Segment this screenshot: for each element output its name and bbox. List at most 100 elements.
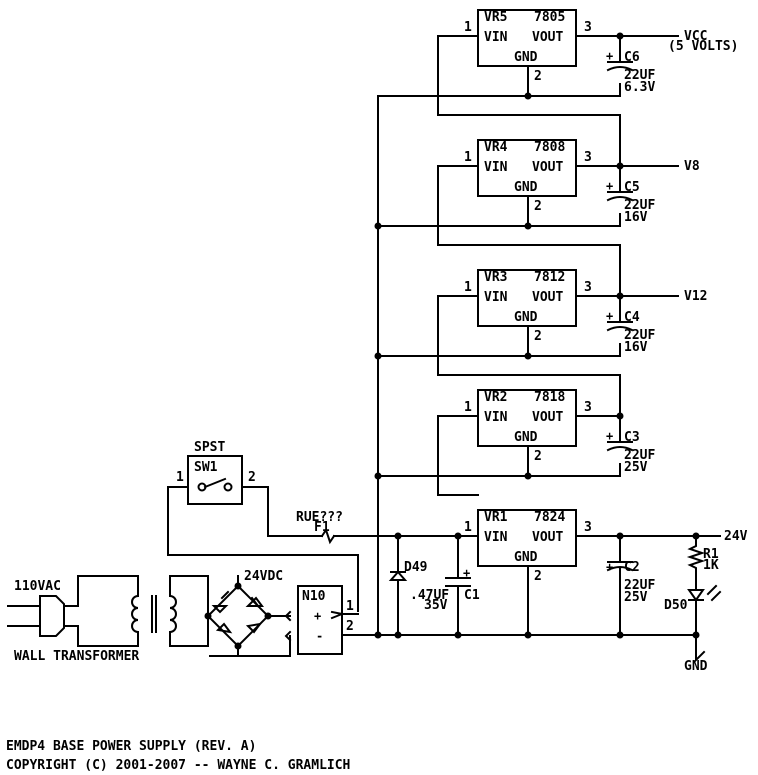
transformer-primary-coil [131,594,140,634]
regulator-ref: VR2 [484,390,507,405]
cap-ref: C2 [624,560,640,575]
cap-c1-ref: C1 [464,588,480,603]
regulator-ref: VR3 [484,270,507,285]
diode-ref: D49 [404,560,427,575]
pin-out-number: 3 [584,520,592,535]
cap-value: 22UF [624,198,655,213]
cap-polarity: + [606,429,613,443]
wire-vr2-input [437,415,479,496]
regulator-part: 7818 [534,390,565,405]
regulator-vr4: VR4 7808 VIN VOUT GND 1 2 3 [464,139,592,214]
cap-ref: C5 [624,180,640,195]
wire-vr5-input [437,35,621,166]
regulator-vout-label: VOUT [532,30,563,45]
led-light-rays [706,584,722,602]
pin-in-number: 1 [464,280,472,295]
output-label-24v: 24V [724,529,748,544]
wire-vr5-ground-rail [377,83,621,97]
diode-d49 [388,535,408,636]
ground-label: GND [684,659,708,674]
cap-polarity: + [606,309,613,323]
cap-value: 22UF [624,448,655,463]
output-sublabel: (5 VOLTS) [668,39,738,54]
regulator-vin-label: VIN [484,30,508,45]
bridge-rectifier [206,584,270,648]
regulator-ref: VR5 [484,10,507,25]
cap-polarity: + [606,560,613,574]
regulator-part: 7812 [534,270,565,285]
pin-in-number: 1 [464,20,472,35]
capacitor-c3 [606,415,634,452]
fuse-ref-label: F1 [314,520,330,535]
regulator-gnd-label: GND [514,180,538,195]
cap-ref: C4 [624,310,640,325]
wire-vr3-ground-rail [377,343,621,357]
regulator-part: 7808 [534,140,565,155]
regulator-vin-label: VIN [484,410,508,425]
led-d50 [687,589,705,636]
cap-voltage: 25V [624,590,648,605]
cap-c1-voltage: 35V [424,598,448,613]
wire-vr3-input [437,295,621,416]
schematic-title: EMDP4 BASE POWER SUPPLY (REV. A) [6,739,256,754]
cap-c1-value: .47UF [410,588,449,603]
plug-body [39,595,65,637]
regulator-gnd-label: GND [514,50,538,65]
regulator-vout-label: VOUT [532,530,563,545]
cap-value: 22UF [624,328,655,343]
wire-vr2-ground-rail [377,463,621,477]
pin-gnd-number: 2 [534,449,542,464]
regulator-vin-label: VIN [484,530,508,545]
resistor-r1 [686,535,706,589]
cap-ref: C6 [624,50,640,65]
resistor-value: 1K [703,558,719,573]
copyright-line: COPYRIGHT (C) 2001-2007 -- WAYNE C. GRAM… [6,758,350,773]
connector-ref: N10 [302,589,326,604]
capacitor-c1 [445,535,471,636]
capacitor-c4 [606,295,634,332]
connector-pin1: 1 [346,599,354,614]
cap-value: 22UF [624,68,655,83]
regulator-gnd-label: GND [514,550,538,565]
plug-prongs [7,605,41,627]
cap-value: 22UF [624,578,655,593]
regulator-ref: VR1 [484,510,508,525]
pin-gnd-number: 2 [534,199,542,214]
connector-n10: N10 1 2 + - [297,585,354,655]
wire-vr4-ground-rail [377,213,621,227]
pin-out-number: 3 [584,20,592,35]
resistor-ref: R1 [703,547,719,562]
pin-out-number: 3 [584,400,592,415]
output-label-v8: V8 [684,159,700,174]
regulator-gnd-label: GND [514,310,538,325]
pin-out-number: 3 [584,150,592,165]
pin-gnd-number: 2 [534,69,542,84]
switch-pin2: 2 [248,470,256,485]
transformer-caption: WALL TRANSFORMER [14,649,139,664]
pin-gnd-number: 2 [534,329,542,344]
transformer-core [151,595,157,633]
transformer-secondary-coil [168,594,177,634]
switch-sw1: SPST SW1 1 2 [176,440,256,505]
capacitor-c2 [606,535,634,636]
switch-lever [203,477,227,489]
cap-polarity: + [463,566,470,580]
regulator-vr1: VR1 7824 VIN VOUT GND 1 2 3 [464,509,592,584]
switch-pin1: 1 [176,470,184,485]
transformer [77,575,209,647]
wire-vr4-input [437,165,621,296]
wire-switch-to-connector [167,486,359,612]
cap-voltage: 16V [624,210,648,225]
regulator-vout-label: VOUT [532,290,563,305]
input-voltage-label: 110VAC [14,579,61,594]
cap-polarity: + [606,179,613,193]
wire-bridge-ac [169,575,239,617]
regulator-vin-label: VIN [484,290,508,305]
connector-pin2: 2 [346,619,354,634]
output-label-v12: V12 [684,289,707,304]
cap-voltage: 6.3V [624,80,655,95]
pin-in-number: 1 [464,520,472,535]
wire-switch-to-fuse [267,486,323,537]
cap-ref: C3 [624,430,640,445]
